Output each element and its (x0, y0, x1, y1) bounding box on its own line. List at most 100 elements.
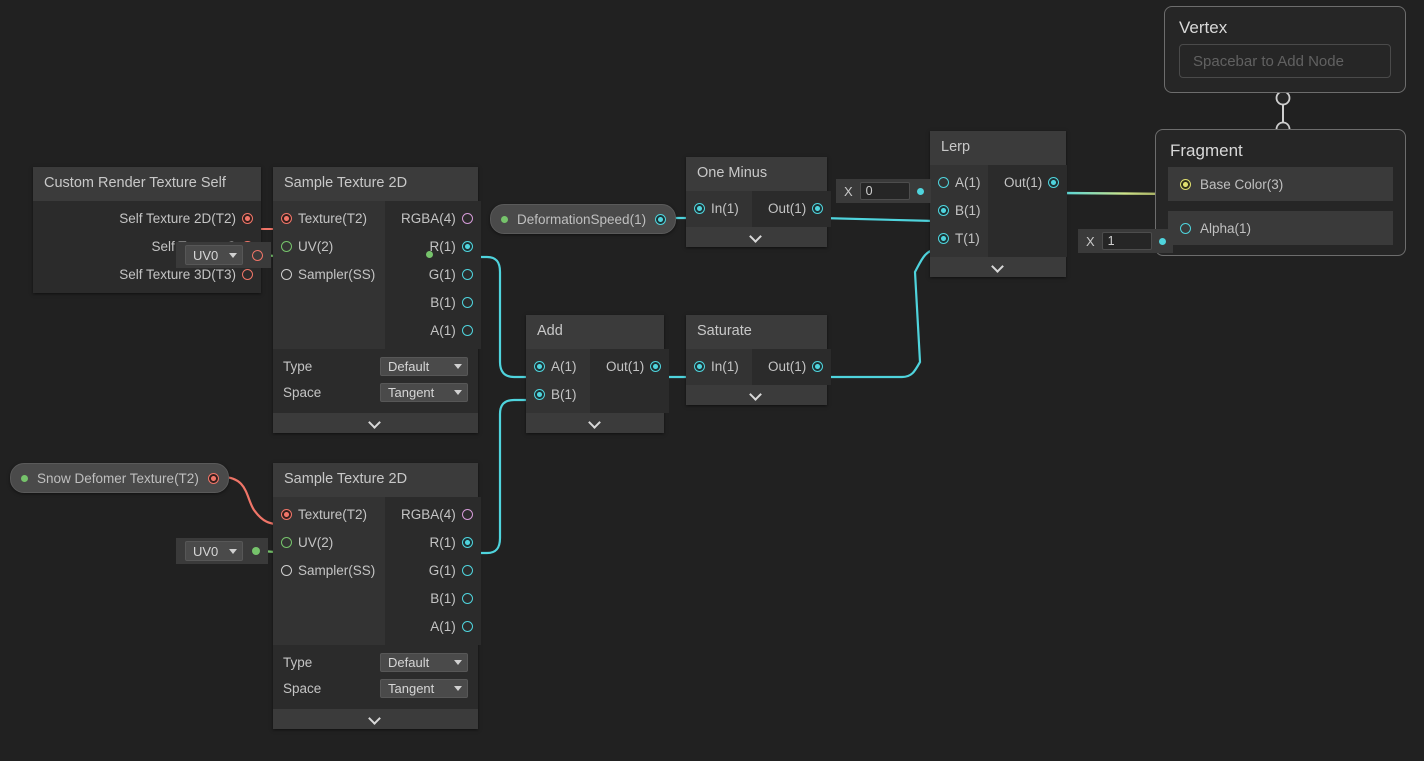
port-dot-g-icon[interactable] (461, 269, 473, 280)
space-dropdown[interactable]: Tangent (380, 679, 468, 698)
add-node-hint-vertex[interactable]: Spacebar to Add Node (1179, 44, 1391, 78)
port-dot-sampler-icon[interactable] (281, 269, 292, 280)
port-dot-a-icon[interactable] (534, 361, 545, 372)
output-rgba[interactable]: RGBA(4) (385, 205, 481, 233)
node-collapse-toggle[interactable] (930, 256, 1066, 277)
input-a[interactable]: A(1) (526, 353, 590, 381)
port-dot-out-icon[interactable] (1048, 177, 1060, 188)
port-dot-rgba-icon[interactable] (461, 509, 473, 520)
master-stack-vertex[interactable]: Vertex Spacebar to Add Node (1164, 6, 1406, 93)
space-dropdown[interactable]: Tangent (380, 383, 468, 402)
value-input[interactable]: 1 (1101, 232, 1152, 250)
uv-out-dot-bottom-icon[interactable] (252, 547, 260, 555)
port-dot-texture-icon[interactable] (281, 509, 292, 520)
master-stack-fragment[interactable]: Fragment Base Color(3) Alpha(1) (1155, 129, 1406, 256)
node-collapse-toggle[interactable] (273, 412, 478, 433)
port-dot-out-icon[interactable] (650, 361, 662, 372)
input-texture[interactable]: Texture(T2) (273, 205, 385, 233)
property-node-snow-deformer-texture[interactable]: Snow Defomer Texture(T2) (10, 463, 229, 493)
output-b[interactable]: B(1) (385, 289, 481, 317)
input-in[interactable]: In(1) (686, 195, 752, 223)
input-uv[interactable]: UV(2) (273, 233, 385, 261)
node-collapse-toggle[interactable] (273, 708, 478, 729)
uv-dropdown-top[interactable]: UV0 (185, 245, 243, 265)
port-dot-texture-icon[interactable] (281, 213, 292, 224)
port-self-texture-3d[interactable]: Self Texture 3D(T3) (33, 261, 261, 289)
node-add[interactable]: Add A(1) B(1) Out(1) (526, 315, 670, 433)
node-sample-texture-2d-bottom[interactable]: Sample Texture 2D Texture(T2) UV(2) Samp… (273, 463, 481, 729)
port-dot-in-icon[interactable] (694, 203, 705, 214)
port-dot-b-icon[interactable] (938, 205, 949, 216)
property-type[interactable]: Type Default (283, 354, 468, 380)
port-dot-in-icon[interactable] (694, 361, 705, 372)
node-saturate[interactable]: Saturate In(1) Out(1) (686, 315, 832, 405)
port-dot-t-icon[interactable] (938, 233, 949, 244)
port-dot-output-icon[interactable] (207, 472, 219, 484)
output-g[interactable]: G(1) (385, 261, 481, 289)
port-dot-base-color-icon[interactable] (1180, 178, 1191, 190)
node-collapse-toggle[interactable] (526, 412, 664, 433)
input-b[interactable]: B(1) (526, 381, 590, 409)
port-dot-a-icon[interactable] (938, 177, 949, 188)
uv-out-dot-top-icon[interactable] (426, 251, 433, 258)
block-base-color[interactable]: Base Color(3) (1168, 167, 1393, 201)
property-space[interactable]: Space Tangent (283, 380, 468, 406)
port-dot-output-icon[interactable] (655, 213, 667, 225)
node-custom-render-texture-self[interactable]: Custom Render Texture Self Self Texture … (33, 167, 261, 293)
port-dot-sampler-icon[interactable] (281, 565, 292, 576)
port-self-texture-2d[interactable]: Self Texture 2D(T2) (33, 205, 261, 233)
port-dot-out-icon[interactable] (812, 203, 824, 214)
node-collapse-toggle[interactable] (686, 226, 827, 247)
value-field-lerp-a[interactable]: X 0 (836, 179, 931, 203)
port-dot-b-icon[interactable] (534, 389, 545, 400)
output-out[interactable]: Out(1) (752, 195, 831, 223)
uv-selector-top[interactable]: UV0 (176, 242, 433, 268)
output-out[interactable]: Out(1) (590, 353, 669, 381)
port-dot-b-icon[interactable] (461, 297, 473, 308)
output-rgba[interactable]: RGBA(4) (385, 501, 481, 529)
value-input[interactable]: 0 (859, 182, 910, 200)
type-dropdown[interactable]: Default (380, 357, 468, 376)
value-output-dot-icon[interactable] (916, 187, 924, 195)
input-b[interactable]: B(1) (930, 197, 988, 225)
output-a[interactable]: A(1) (385, 613, 481, 641)
output-out[interactable]: Out(1) (752, 353, 831, 381)
port-dot-texture2d-icon[interactable] (242, 213, 253, 224)
output-r[interactable]: R(1) (385, 233, 481, 261)
node-lerp[interactable]: Lerp A(1) B(1) T(1) Out(1) (930, 131, 1068, 277)
port-dot-b-icon[interactable] (461, 593, 473, 604)
port-dot-r-icon[interactable] (461, 537, 473, 548)
input-sampler[interactable]: Sampler(SS) (273, 557, 385, 585)
port-dot-g-icon[interactable] (461, 565, 473, 576)
value-output-dot-icon[interactable] (1158, 237, 1166, 245)
output-g[interactable]: G(1) (385, 557, 481, 585)
input-t[interactable]: T(1) (930, 225, 988, 253)
node-collapse-toggle[interactable] (686, 384, 827, 405)
property-node-deformation-speed[interactable]: DeformationSpeed(1) (490, 204, 677, 234)
property-space[interactable]: Space Tangent (283, 676, 468, 702)
port-dot-out-icon[interactable] (812, 361, 824, 372)
port-dot-uv-icon[interactable] (281, 241, 292, 252)
type-dropdown[interactable]: Default (380, 653, 468, 672)
port-dot-rgba-icon[interactable] (461, 213, 473, 224)
output-a[interactable]: A(1) (385, 317, 481, 345)
port-dot-a-icon[interactable] (461, 621, 473, 632)
block-alpha[interactable]: Alpha(1) (1168, 211, 1393, 245)
node-sample-texture-2d-top[interactable]: Sample Texture 2D Texture(T2) UV(2) Samp… (273, 167, 481, 433)
input-a[interactable]: A(1) (930, 169, 988, 197)
uv-dropdown-bottom[interactable]: UV0 (185, 541, 243, 561)
property-type[interactable]: Type Default (283, 650, 468, 676)
uv-selector-bottom[interactable]: UV0 (176, 538, 268, 564)
port-dot-a-icon[interactable] (461, 325, 473, 336)
output-r[interactable]: R(1) (385, 529, 481, 557)
port-dot-alpha-icon[interactable] (1180, 222, 1191, 234)
input-uv[interactable]: UV(2) (273, 529, 385, 557)
uv-port-red-icon[interactable] (252, 249, 263, 261)
output-out[interactable]: Out(1) (988, 169, 1067, 197)
node-one-minus[interactable]: One Minus In(1) Out(1) (686, 157, 832, 247)
port-dot-uv-icon[interactable] (281, 537, 292, 548)
input-sampler[interactable]: Sampler(SS) (273, 261, 385, 289)
value-field-fragment-alpha[interactable]: X 1 (1078, 229, 1173, 253)
port-dot-r-icon[interactable] (461, 241, 473, 252)
